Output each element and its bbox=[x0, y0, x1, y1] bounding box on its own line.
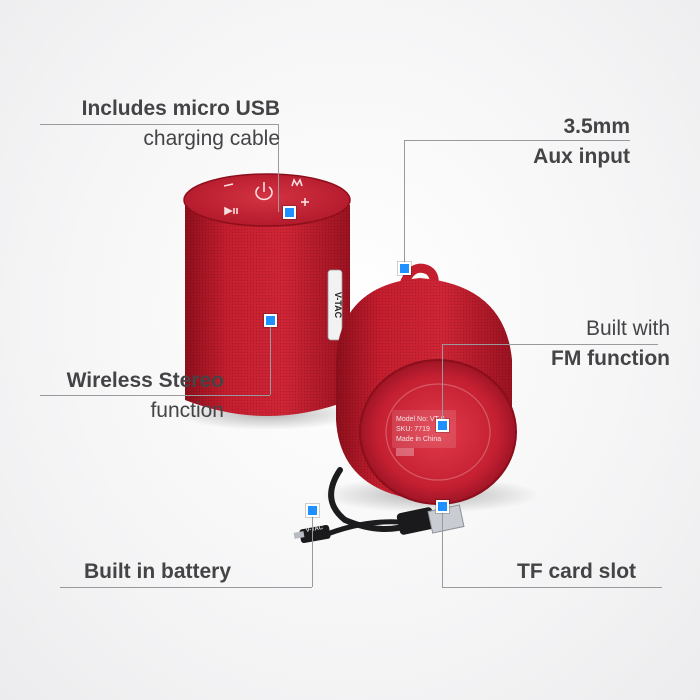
minus-icon bbox=[223, 183, 234, 187]
usb-cable: V-TAC bbox=[293, 467, 465, 544]
label-battery-line1: Built in battery bbox=[84, 560, 232, 583]
certification-marks bbox=[396, 448, 414, 456]
brand-logo: V-TAC bbox=[333, 292, 343, 319]
marker-fm bbox=[436, 419, 449, 432]
power-icon bbox=[255, 182, 273, 201]
label-fm-line1: Built with bbox=[585, 317, 670, 340]
leader-line-stereo bbox=[40, 395, 270, 396]
leader-line-stereo-v bbox=[270, 322, 271, 395]
leader-line-aux-v bbox=[404, 140, 405, 266]
leader-line-aux bbox=[404, 140, 630, 141]
plus-icon bbox=[301, 198, 309, 206]
label-tf: TF card slot bbox=[517, 557, 636, 587]
label-tf-line1: TF card slot bbox=[517, 560, 637, 583]
label-battery: Built in battery bbox=[84, 557, 231, 587]
marker-tf bbox=[436, 500, 449, 513]
label-aux-line2: Aux input bbox=[533, 145, 630, 168]
m-mode-icon bbox=[291, 178, 303, 187]
leader-line-usb bbox=[40, 124, 278, 125]
label-fm-line2: FM function bbox=[551, 347, 670, 370]
label-fm: Built with FM function bbox=[530, 314, 670, 374]
label-aux-line1: 3.5mm bbox=[563, 115, 630, 138]
label-stereo-line2: function bbox=[150, 399, 224, 422]
label-micro-usb-line2: charging cable bbox=[143, 127, 280, 150]
marker-stereo bbox=[264, 314, 277, 327]
leader-line-battery-v bbox=[312, 514, 313, 587]
leader-line-tf-v bbox=[442, 510, 443, 587]
label-micro-usb: Includes micro USB charging cable bbox=[58, 94, 280, 154]
marker-battery bbox=[306, 504, 319, 517]
usb-a-plug bbox=[396, 507, 436, 535]
label-stereo: Wireless Stereo function bbox=[44, 366, 224, 426]
leader-line-battery bbox=[60, 587, 312, 588]
cable-brand: V-TAC bbox=[305, 525, 324, 534]
label-model: Model No: VT-6 bbox=[396, 416, 445, 423]
leader-line-fm bbox=[442, 344, 658, 345]
leader-line-usb-v bbox=[278, 124, 279, 212]
play-pause-icon bbox=[224, 206, 238, 216]
leader-line-fm-v bbox=[442, 344, 443, 424]
label-micro-usb-line1: Includes micro USB bbox=[81, 97, 280, 120]
label-aux: 3.5mm Aux input bbox=[500, 112, 630, 172]
speaker-standing: V-TAC bbox=[183, 173, 351, 416]
brand-tag bbox=[327, 269, 343, 341]
label-sku: SKU: 7719 bbox=[396, 426, 430, 433]
marker-aux bbox=[398, 262, 411, 275]
leader-line-tf bbox=[442, 587, 662, 588]
micro-usb-plug bbox=[299, 524, 331, 544]
label-made-in: Made in China bbox=[396, 436, 441, 443]
marker-usb bbox=[283, 206, 296, 219]
speaker-lying: Model No: VT-6 SKU: 7719 Made in China bbox=[336, 263, 517, 505]
label-stereo-line1: Wireless Stereo bbox=[66, 369, 224, 392]
